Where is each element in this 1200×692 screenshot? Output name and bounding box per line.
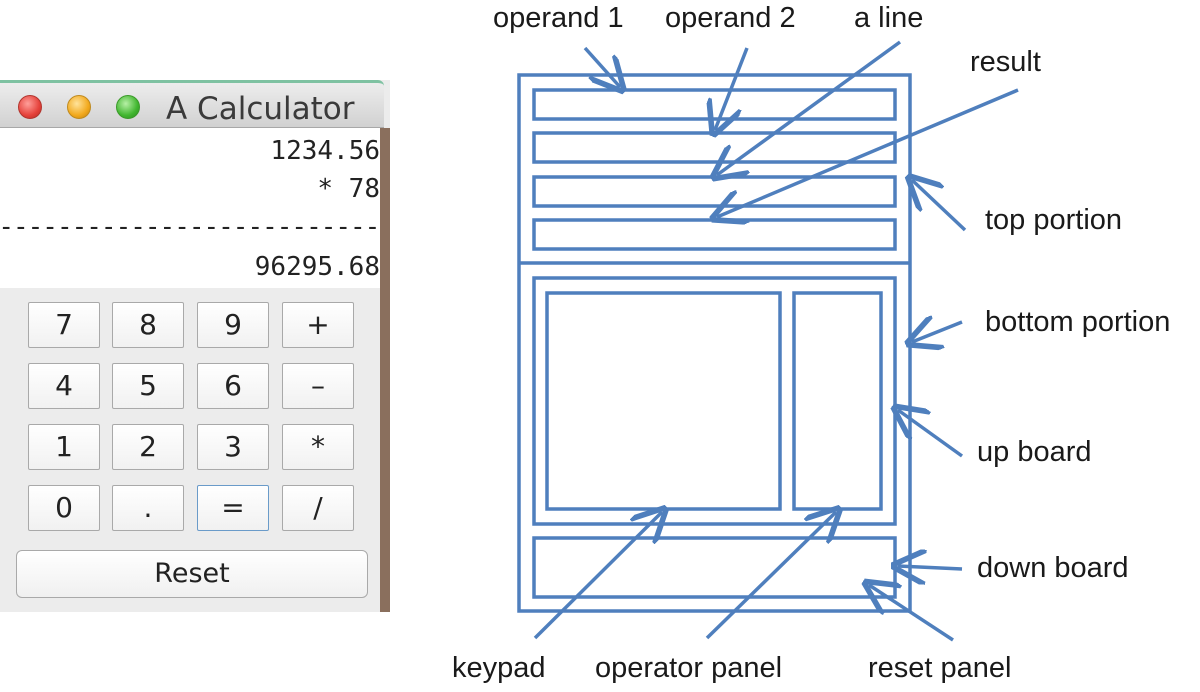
- label-top-portion: top portion: [985, 204, 1123, 236]
- key-5[interactable]: 5: [112, 363, 184, 409]
- label-up-board: up board: [977, 436, 1092, 468]
- label-operand1: operand 1: [493, 2, 624, 34]
- arrow-keypad: [533, 512, 662, 640]
- arrow-up-board: [898, 410, 964, 458]
- result-text: 96295.68: [254, 252, 380, 282]
- label-bottom-portion: bottom portion: [985, 306, 1171, 338]
- key-7[interactable]: 7: [28, 302, 100, 348]
- minimize-button[interactable]: [67, 95, 91, 119]
- arrow-operator-panel: [705, 512, 836, 640]
- key-equals[interactable]: =: [197, 485, 269, 531]
- result-box: [532, 218, 897, 251]
- operand2-text: * 78: [317, 174, 380, 204]
- operator-panel-box: [792, 291, 883, 511]
- zoom-button[interactable]: [116, 95, 140, 119]
- close-button[interactable]: [18, 95, 42, 119]
- key-plus[interactable]: +: [282, 302, 354, 348]
- outer-frame-box: [517, 73, 912, 613]
- label-a-line: a line: [854, 2, 924, 34]
- key-decimal[interactable]: .: [112, 485, 184, 531]
- keypad-box: [545, 291, 782, 511]
- line-box: [532, 175, 897, 208]
- operand2-box: [532, 131, 897, 164]
- key-minus[interactable]: –: [282, 363, 354, 409]
- operand1-box: [532, 88, 897, 121]
- arrow-top-portion: [912, 180, 967, 232]
- reset-panel-box: [532, 536, 897, 599]
- window-edge: [380, 128, 390, 612]
- display-panel: 1234.56 * 78 ---------------------------…: [0, 128, 390, 288]
- label-reset-panel: reset panel: [868, 652, 1012, 684]
- key-9[interactable]: 9: [197, 302, 269, 348]
- label-down-board: down board: [977, 552, 1129, 584]
- title-bar: A Calculator: [0, 80, 384, 128]
- operand1-text: 1234.56: [270, 136, 380, 166]
- label-result: result: [970, 46, 1041, 78]
- key-3[interactable]: 3: [197, 424, 269, 470]
- label-operand2: operand 2: [665, 2, 796, 34]
- keypad-panel: 7 8 9 + 4 5 6 – 1 2 3 * 0 . = / Reset: [0, 288, 380, 612]
- key-multiply[interactable]: *: [282, 424, 354, 470]
- arrow-bottom-portion: [912, 322, 963, 342]
- key-6[interactable]: 6: [197, 363, 269, 409]
- separator-line-text: ------------------------------: [0, 212, 390, 242]
- calculator-window: A Calculator 1234.56 * 78 --------------…: [0, 80, 390, 612]
- up-board-box: [532, 276, 897, 526]
- key-divide[interactable]: /: [282, 485, 354, 531]
- reset-button[interactable]: Reset: [16, 550, 368, 598]
- arrow-result: [717, 88, 1019, 217]
- key-1[interactable]: 1: [28, 424, 100, 470]
- key-8[interactable]: 8: [112, 302, 184, 348]
- arrow-down-board: [898, 566, 963, 569]
- key-0[interactable]: 0: [28, 485, 100, 531]
- label-operator-panel: operator panel: [595, 652, 783, 684]
- key-2[interactable]: 2: [112, 424, 184, 470]
- label-keypad: keypad: [452, 652, 546, 684]
- arrow-operand1: [583, 46, 620, 87]
- key-4[interactable]: 4: [28, 363, 100, 409]
- arrow-reset-panel: [869, 585, 954, 642]
- arrow-a-line: [717, 40, 902, 175]
- window-title: A Calculator: [166, 91, 355, 127]
- arrow-operand2: [715, 47, 749, 130]
